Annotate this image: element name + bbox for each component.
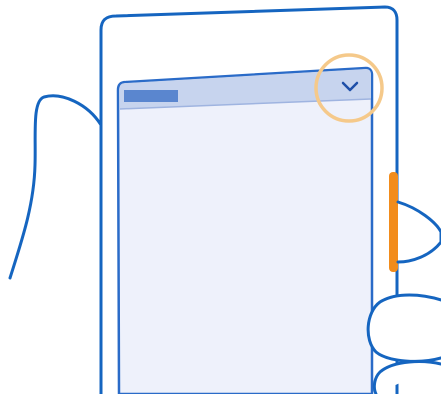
side-button[interactable] — [389, 172, 398, 272]
right-hand-thumb — [398, 202, 441, 262]
right-hand-finger-1 — [368, 295, 441, 361]
left-hand-outline — [10, 96, 101, 278]
notification-title-placeholder — [124, 90, 178, 102]
